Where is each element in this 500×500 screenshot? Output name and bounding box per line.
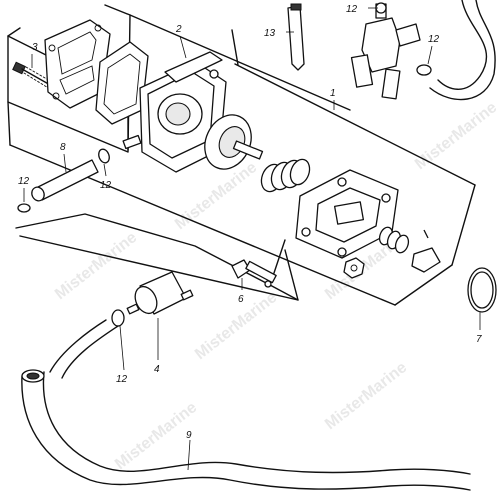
label-part-9: 9: [186, 430, 192, 441]
diaphragm-rod: [204, 114, 264, 170]
fuel-filter-part-4: [126, 271, 194, 315]
watermark-group: MisterMarine MisterMarine MisterMarine M…: [52, 99, 500, 473]
hose-part-9: [21, 319, 471, 491]
clip-mid: [98, 148, 110, 164]
label-part-4: 4: [154, 364, 160, 375]
valve-cap: [411, 229, 441, 273]
diaphragm-sheet: [95, 41, 149, 125]
label-part-1: 1: [330, 88, 336, 99]
watermark-text: MisterMarine: [172, 159, 260, 233]
clip-top-right: [416, 64, 432, 76]
label-part-12: 12: [116, 374, 128, 385]
callout-labels: 3 2 13 12 12 1 8 12 12 6 4 12 7 9: [18, 4, 482, 441]
small-spring: [378, 226, 410, 254]
bracket-part-13: [287, 3, 305, 71]
clip-filter: [111, 309, 125, 327]
label-part-12: 12: [346, 4, 358, 15]
hose-top: [429, 0, 496, 101]
watermark-text: MisterMarine: [322, 359, 410, 433]
o-ring-part-7: [467, 267, 497, 313]
leader-lines: [23, 7, 481, 471]
label-part-13: 13: [264, 28, 276, 39]
pipe-part-8: [31, 159, 99, 202]
label-part-12: 12: [18, 176, 30, 187]
spring: [260, 158, 311, 193]
watermark-text: MisterMarine: [192, 289, 280, 363]
label-part-12: 12: [100, 180, 112, 191]
label-part-12: 12: [428, 34, 440, 45]
watermark-text: MisterMarine: [52, 229, 140, 303]
label-part-3: 3: [32, 42, 38, 53]
watermark-text: MisterMarine: [412, 99, 500, 173]
label-part-6: 6: [238, 294, 244, 305]
bolt-part-6: [231, 259, 277, 288]
label-part-7: 7: [476, 334, 482, 345]
label-part-8: 8: [60, 142, 66, 153]
label-part-2: 2: [175, 24, 182, 35]
clip-left-lower: [17, 203, 31, 213]
fuel-cock: [350, 2, 421, 100]
nut: [343, 257, 365, 279]
